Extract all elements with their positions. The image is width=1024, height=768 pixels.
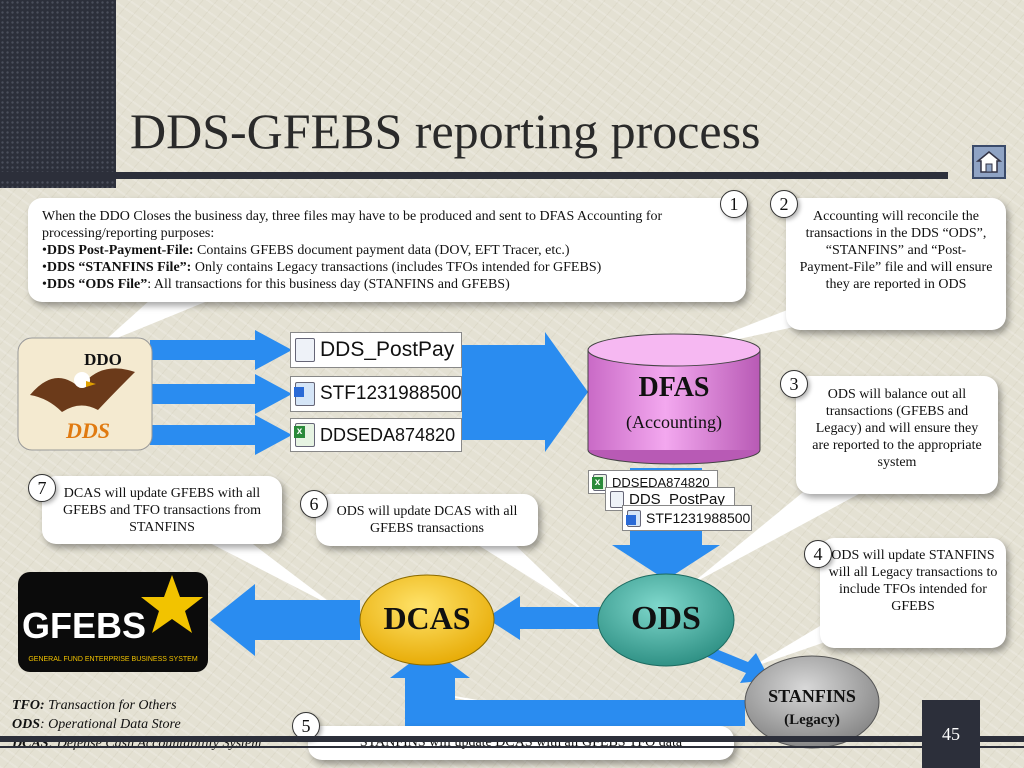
footer-rule-thin [0,746,1024,748]
arrow-ddo-postpay [150,330,292,370]
step-number-3: 3 [780,370,808,398]
document-file-icon [294,382,315,406]
stanfins-label: STANFINS [768,686,856,706]
file-name: DDSEDA874820 [320,424,456,445]
callout-6-text: ODS will update DCAS with all GFEBS tran… [336,504,518,536]
arrow-stanfins-dcas [390,648,745,726]
bullet-text: Only contains Legacy transactions (inclu… [191,260,602,275]
file-name: DDS_PostPay [629,490,725,508]
gfebs-logo-text: GFEBS [22,605,147,646]
file-stf: STF1231988500 [290,376,462,412]
callout-6-tail [470,540,585,612]
callout-2-text: Accounting will reconcile the transactio… [799,209,993,292]
file-name: STF1231988500 [646,510,751,526]
arrow-ddo-stf [150,374,292,414]
callout-3-text: ODS will balance out all transactions (G… [812,387,982,470]
excel-file-icon [592,473,607,491]
callout-6: ODS will update DCAS with all GFEBS tran… [316,494,538,546]
abbreviation-legend: TFO: Transaction for Others ODS: Operati… [12,696,261,753]
callout-1: When the DDO Closes the business day, th… [28,198,746,302]
file-stf-small: STF1231988500 [622,505,752,531]
dfas-subtitle: (Accounting) [626,412,722,432]
ddo-label: DDO [84,350,122,369]
callout-1-bullet: •DDS “STANFINS File”: Only contains Lega… [42,260,602,275]
callout-3: ODS will balance out all transactions (G… [796,376,998,494]
arrow-files-dfas [462,332,588,452]
callout-1-bullet: •DDS “ODS File”: All transactions for th… [42,277,510,292]
callout-4-text: ODS will update STANFINS will all Legacy… [828,548,998,614]
home-icon [976,151,1002,173]
arrow-dcas-gfebs [210,584,360,656]
bullet-label: DDS “STANFINS File”: [46,260,192,275]
ods-label: ODS [631,600,701,637]
legend-item: ODS: Operational Data Store [12,715,261,734]
file-name: DDSEDA874820 [612,474,710,490]
callout-3-tail [690,470,870,585]
dfas-title: DFAS [638,372,710,403]
callout-7: DCAS will update GFEBS with all GFEBS an… [42,476,282,544]
bullet-text: Contains GFEBS document payment data (DO… [193,243,570,258]
page-number: 45 [922,700,980,768]
step-number-5: 5 [292,712,320,740]
legend-abbr: ODS [12,717,41,732]
gfebs-tagline: GENERAL FUND ENTERPRISE BUSINESS SYSTEM [28,656,198,663]
text-file-icon [610,490,624,508]
excel-file-icon [294,423,315,447]
file-dds-postpay: DDS_PostPay [290,332,462,368]
step-number-4: 4 [804,540,832,568]
step-number-2: 2 [770,190,798,218]
callout-2: Accounting will reconcile the transactio… [786,198,1006,330]
legend-abbr: TFO: [12,698,45,713]
ods-node [597,573,735,667]
stanfins-node [744,655,880,749]
legend-item: TFO: Transaction for Others [12,696,261,715]
arrow-ddo-ddseda [150,415,292,455]
gfebs-logo [18,572,208,672]
step-number-7: 7 [28,474,56,502]
file-ddseda: DDSEDA874820 [290,418,462,452]
legend-definition: : Operational Data Store [40,717,181,732]
decorative-side-bar [0,0,116,188]
bullet-text: : All transactions for this business day… [147,277,510,292]
title-rule [0,172,948,179]
callout-1-intro: When the DDO Closes the business day, th… [42,209,663,241]
dfas-cylinder [587,333,761,465]
legend-definition: Transaction for Others [44,698,177,713]
text-file-icon [295,338,315,362]
callout-1-bullet: •DDS Post-Payment-File: Contains GFEBS d… [42,243,570,258]
home-button[interactable] [972,145,1006,179]
callout-7-tail [200,538,340,610]
callout-5: STANFINS will update DCAS with all GFEBS… [308,726,734,760]
file-name: DDS_PostPay [320,338,455,361]
file-name: STF1231988500 [320,383,462,404]
callout-4: ODS will update STANFINS will all Legacy… [820,538,1006,648]
footer-rule [0,736,1024,742]
dcas-label: DCAS [383,600,471,636]
ddo-logo [17,337,153,451]
dcas-node [359,574,495,666]
step-number-1: 1 [720,190,748,218]
callout-7-text: DCAS will update GFEBS with all GFEBS an… [62,486,262,535]
bullet-label: DDS Post-Payment-File: [46,243,194,258]
stanfins-sublabel: (Legacy) [784,712,840,728]
dds-logo-text: DDS [65,418,110,443]
document-file-icon [626,509,641,527]
step-number-6: 6 [300,490,328,518]
bullet-label: DDS “ODS File” [46,277,148,292]
callout-1-tail [100,300,210,345]
arrow-ods-dcas [486,596,600,640]
slide-title: DDS-GFEBS reporting process [130,103,761,159]
